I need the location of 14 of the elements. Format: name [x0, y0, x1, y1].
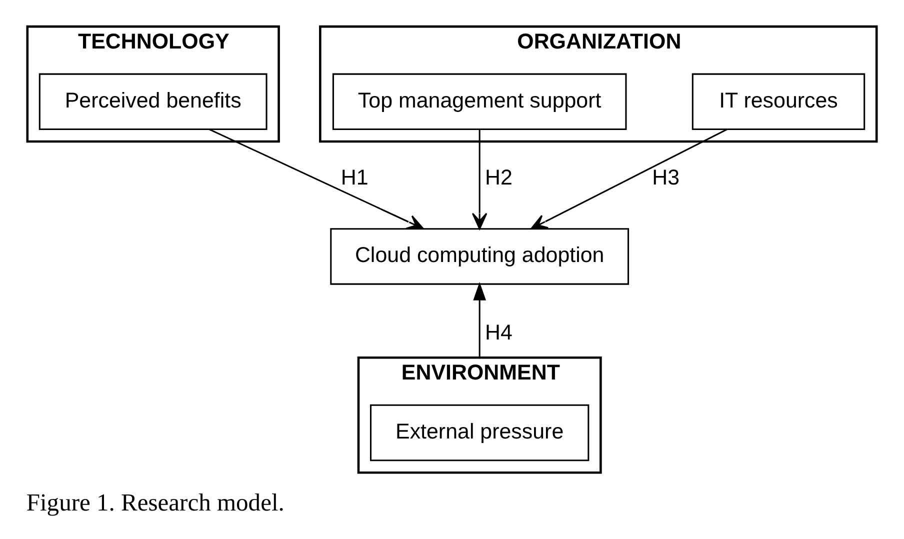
node-box: Top management support: [332, 73, 627, 130]
edge-label: H1: [340, 166, 368, 190]
node-box: Perceived benefits: [38, 73, 268, 130]
edge-label: H2: [485, 166, 512, 190]
arrow: [530, 128, 728, 230]
arrow: [472, 130, 488, 230]
arrow: [208, 128, 424, 230]
edge-label: H3: [652, 166, 680, 190]
arrow: [473, 282, 486, 358]
node-box: IT resources: [692, 73, 866, 130]
caption: Figure 1. Research model.: [26, 490, 284, 517]
node-box: External pressure: [370, 404, 590, 462]
node-box: Cloud computing adoption: [330, 228, 630, 285]
edge-label: H4: [485, 320, 512, 345]
